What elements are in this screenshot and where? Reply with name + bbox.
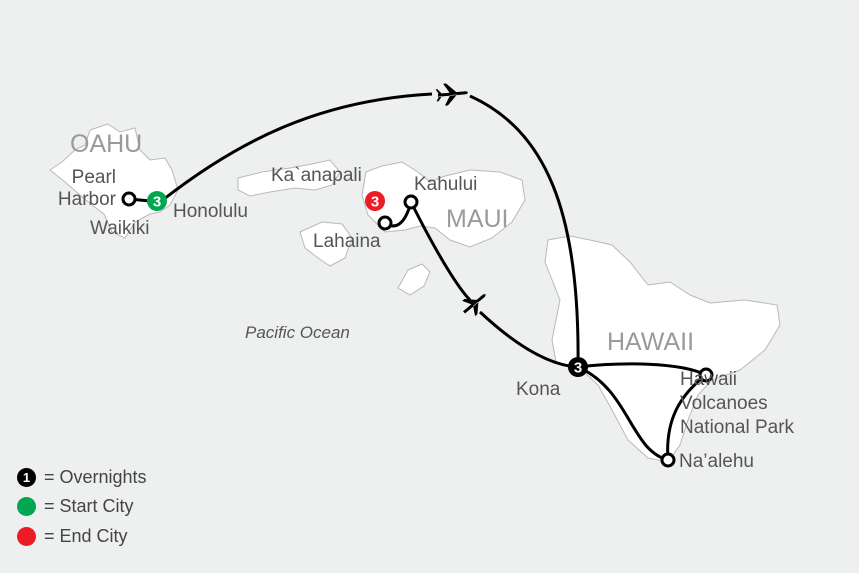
route-volcanoes-naalehu xyxy=(666,373,707,461)
overnights-kona: 3 xyxy=(574,360,582,377)
molokai-island xyxy=(237,159,341,197)
label-waikiki: Waikiki xyxy=(90,218,150,239)
legend-label: = Start City xyxy=(44,496,134,516)
end-city-marker xyxy=(365,191,385,211)
end-city-symbol xyxy=(17,527,36,546)
node-kahului xyxy=(403,194,419,210)
kahoolawe-island xyxy=(397,263,431,296)
legend-label: = Overnights xyxy=(44,467,147,487)
route-kona-naalehu xyxy=(577,365,669,462)
oahu-island xyxy=(49,123,179,239)
node-pearl-harbor xyxy=(121,191,137,207)
legend-start-city: = Start City xyxy=(17,496,134,517)
island-label-hawaii: HAWAII xyxy=(607,328,695,356)
label-kona: Kona xyxy=(516,379,561,400)
lanai-island xyxy=(299,221,353,267)
route-kona-volcanoes xyxy=(577,362,707,377)
maui-island xyxy=(361,161,526,248)
node-volcanoes xyxy=(698,367,714,383)
overnights-kaanapali: 3 xyxy=(371,194,379,211)
island-label-maui: MAUI xyxy=(446,205,509,233)
ocean-label: Pacific Ocean xyxy=(245,323,350,342)
label-kaanapali: Ka`anapali xyxy=(271,165,362,186)
label-volcanoes: Hawaii Volcanoes National Park xyxy=(680,369,795,438)
overnights-honolulu: 3 xyxy=(153,194,161,211)
label-naalehu: Na’alehu xyxy=(679,451,754,472)
route-flight-kona xyxy=(469,94,580,368)
label-pearl-harbor: Pearl Harbor xyxy=(57,167,116,210)
route-kahului-kona xyxy=(409,201,579,369)
airplane-icon xyxy=(462,294,486,317)
label-lahaina: Lahaina xyxy=(313,231,381,252)
label-honolulu: Honolulu xyxy=(173,201,248,222)
route-honolulu-flight xyxy=(163,92,433,201)
node-naalehu xyxy=(660,452,676,468)
start-city-marker xyxy=(147,191,167,211)
island-label-oahu: OAHU xyxy=(70,130,143,158)
legend-end-city: = End City xyxy=(17,526,128,547)
overnights-symbol: 1 xyxy=(17,468,36,487)
legend-label: = End City xyxy=(44,526,128,546)
airplane-icon xyxy=(435,83,468,106)
overnight-marker-kona xyxy=(568,357,588,377)
label-kahului: Kahului xyxy=(414,174,478,195)
node-lahaina xyxy=(377,215,393,231)
start-city-symbol xyxy=(17,497,36,516)
legend-overnights: 1 = Overnights xyxy=(17,467,147,488)
